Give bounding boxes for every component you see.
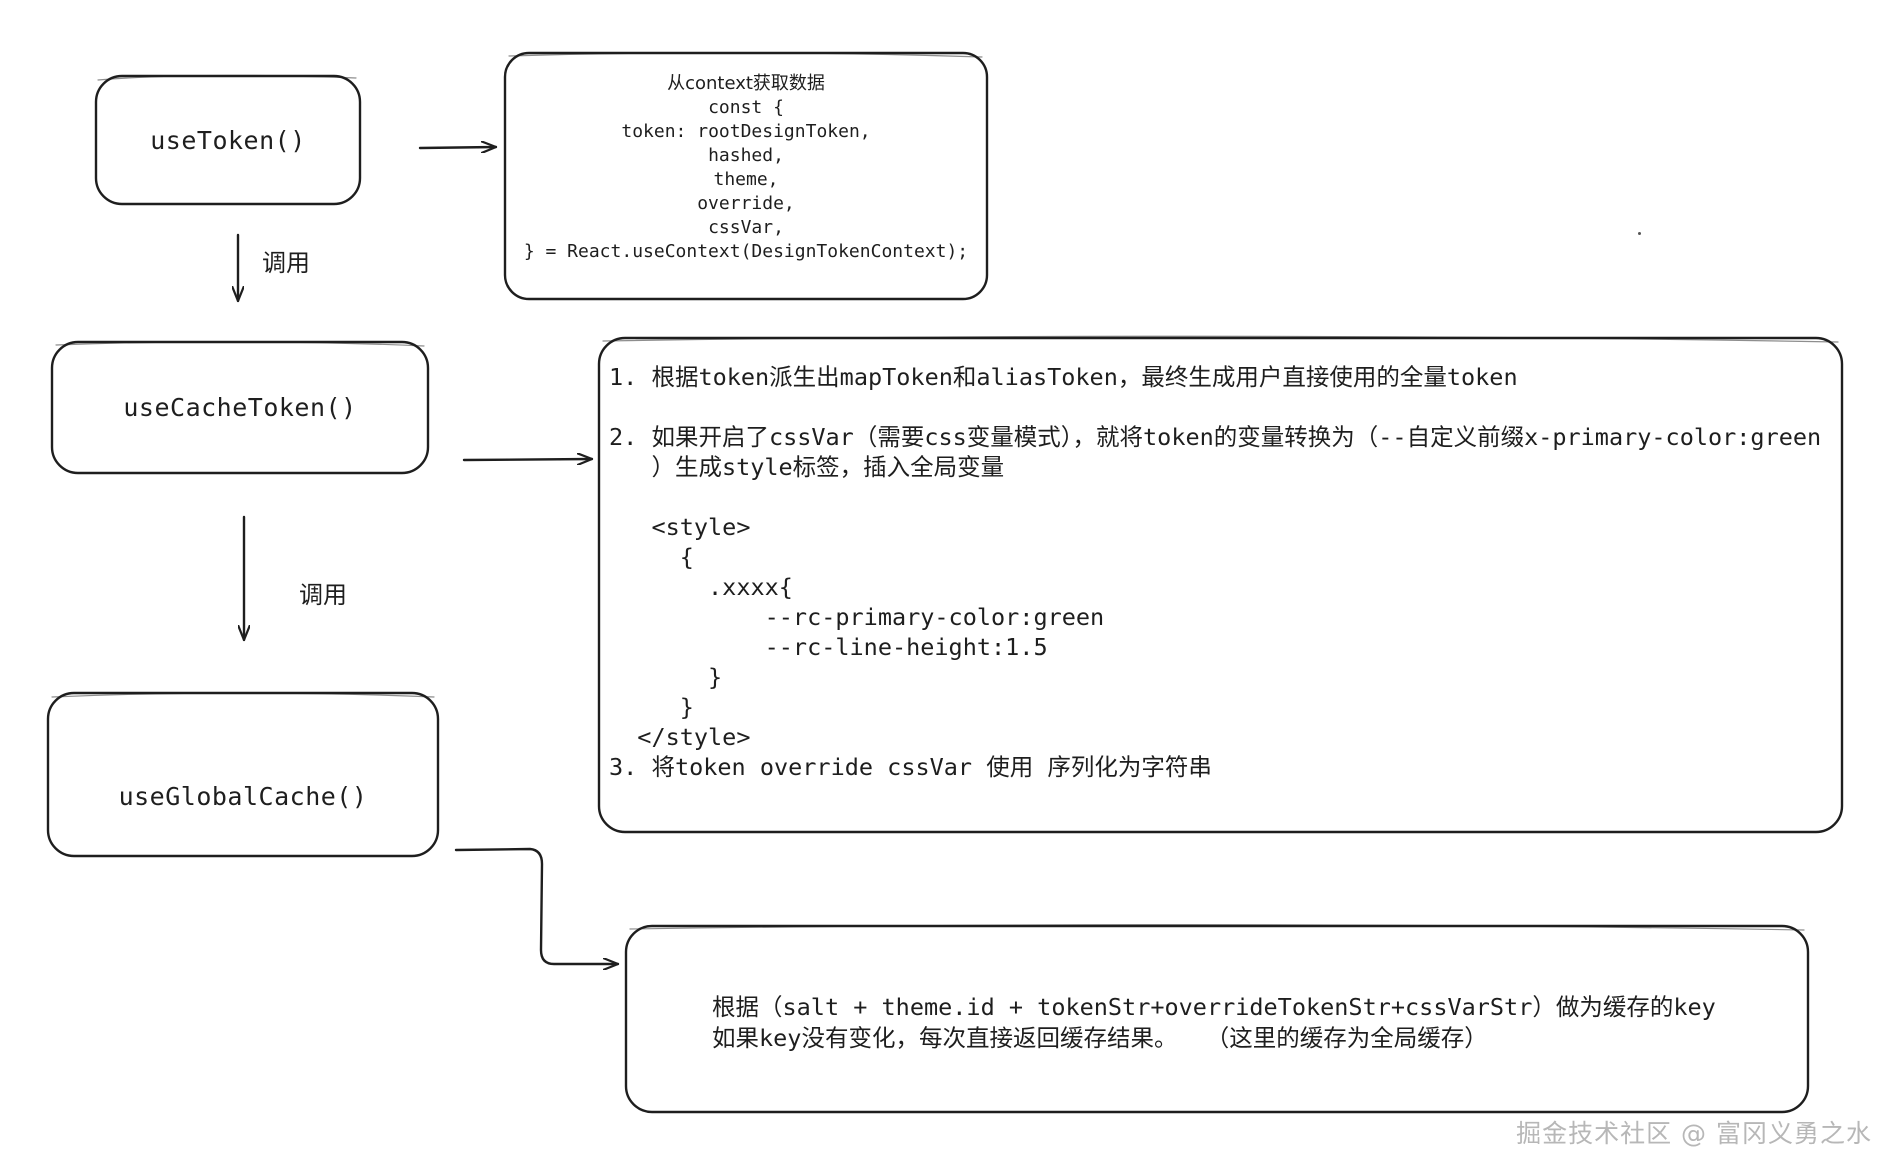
global-cache-note: 根据（salt + theme.id + tokenStr+overrideTo… <box>712 992 1716 1054</box>
context-line: hashed, <box>708 145 784 166</box>
global-cache-line-2: 如果key没有变化，每次直接返回缓存结果。 （这里的缓存为全局缓存） <box>712 1024 1488 1052</box>
context-code: 从context获取数据 const { token: rootDesignTo… <box>505 72 987 264</box>
step-2-line-1: 2. 如果开启了cssVar（需要css变量模式），就将token的变量转换为（… <box>609 423 1822 451</box>
use-token-label: useToken() <box>150 125 306 155</box>
global-cache-line-1: 根据（salt + theme.id + tokenStr+overrideTo… <box>712 993 1716 1021</box>
style-code-line: <style> <box>609 513 751 541</box>
call-label-2: 调用 <box>299 581 347 609</box>
call-label-1: 调用 <box>262 249 310 277</box>
style-code-line: </style> <box>609 723 751 751</box>
arrow-cache-token-to-detail <box>462 459 594 460</box>
context-line: token: rootDesignToken, <box>621 121 871 142</box>
context-line: 从context获取数据 <box>667 73 825 94</box>
context-line: override, <box>697 193 795 214</box>
use-global-cache-label: useGlobalCache() <box>118 781 368 811</box>
style-code-line: } <box>609 693 694 721</box>
style-code-line: .xxxx{ <box>609 573 793 601</box>
context-line: theme, <box>713 169 779 190</box>
context-line: } = React.useContext(DesignTokenContext)… <box>523 241 969 262</box>
step-1: 1. 根据token派生出mapToken和aliasToken，最终生成用户直… <box>609 363 1518 391</box>
cache-token-steps: 1. 根据token派生出mapToken和aliasToken，最终生成用户直… <box>609 362 1821 782</box>
style-code-line: { <box>609 543 694 571</box>
arrow-token-to-context <box>418 147 498 148</box>
stray-dot <box>1638 232 1641 235</box>
global-cache-detail-box <box>624 924 1810 1114</box>
step-2-line-2: ）生成style标签，插入全局变量 <box>609 453 1005 481</box>
arrow-global-cache-to-detail <box>454 847 620 964</box>
step-3: 3. 将token override cssVar 使用 序列化为字符串 <box>609 753 1212 781</box>
context-line: const { <box>708 97 784 118</box>
style-code-line: --rc-line-height:1.5 <box>609 633 1048 661</box>
watermark: 掘金技术社区 @ 富冈义勇之水 <box>1516 1119 1872 1148</box>
style-code-line: } <box>609 663 723 691</box>
style-code-line: --rc-primary-color:green <box>609 603 1105 631</box>
cache-token-detail-box <box>597 336 1844 834</box>
use-cache-token-label: useCacheToken() <box>123 393 357 422</box>
context-line: cssVar, <box>708 217 784 238</box>
